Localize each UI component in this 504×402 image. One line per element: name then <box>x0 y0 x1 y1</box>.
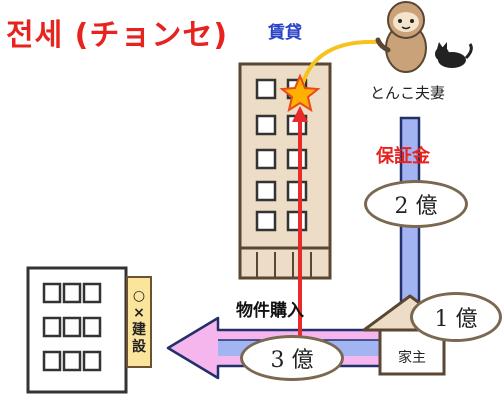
deposit-label: 保証金 <box>376 146 430 167</box>
page-title: 전세 (チョンセ) <box>6 18 229 53</box>
company-sign: ○ × 建 設 <box>126 276 152 368</box>
couple-label: とんこ夫妻 <box>370 84 446 102</box>
landlord-label: 家主 <box>398 350 426 366</box>
amount-2-oku-badge: 2 億 <box>364 180 468 228</box>
company-sign-char: 設 <box>132 339 146 355</box>
black-cat-icon <box>435 42 473 68</box>
rent-label: 賃貸 <box>268 23 302 43</box>
amount-1-oku-badge: 1 億 <box>410 292 502 342</box>
amount-3-oku-badge: 3 億 <box>240 335 344 381</box>
star-icon <box>279 73 321 113</box>
company-sign-char: × <box>133 305 145 321</box>
sloth-character-icon <box>375 1 427 73</box>
apartment-building <box>238 62 332 280</box>
company-sign-char: 建 <box>132 322 146 338</box>
construction-company-building <box>26 266 128 394</box>
company-sign-char: ○ <box>132 288 146 304</box>
purchase-label: 物件購入 <box>236 301 304 321</box>
